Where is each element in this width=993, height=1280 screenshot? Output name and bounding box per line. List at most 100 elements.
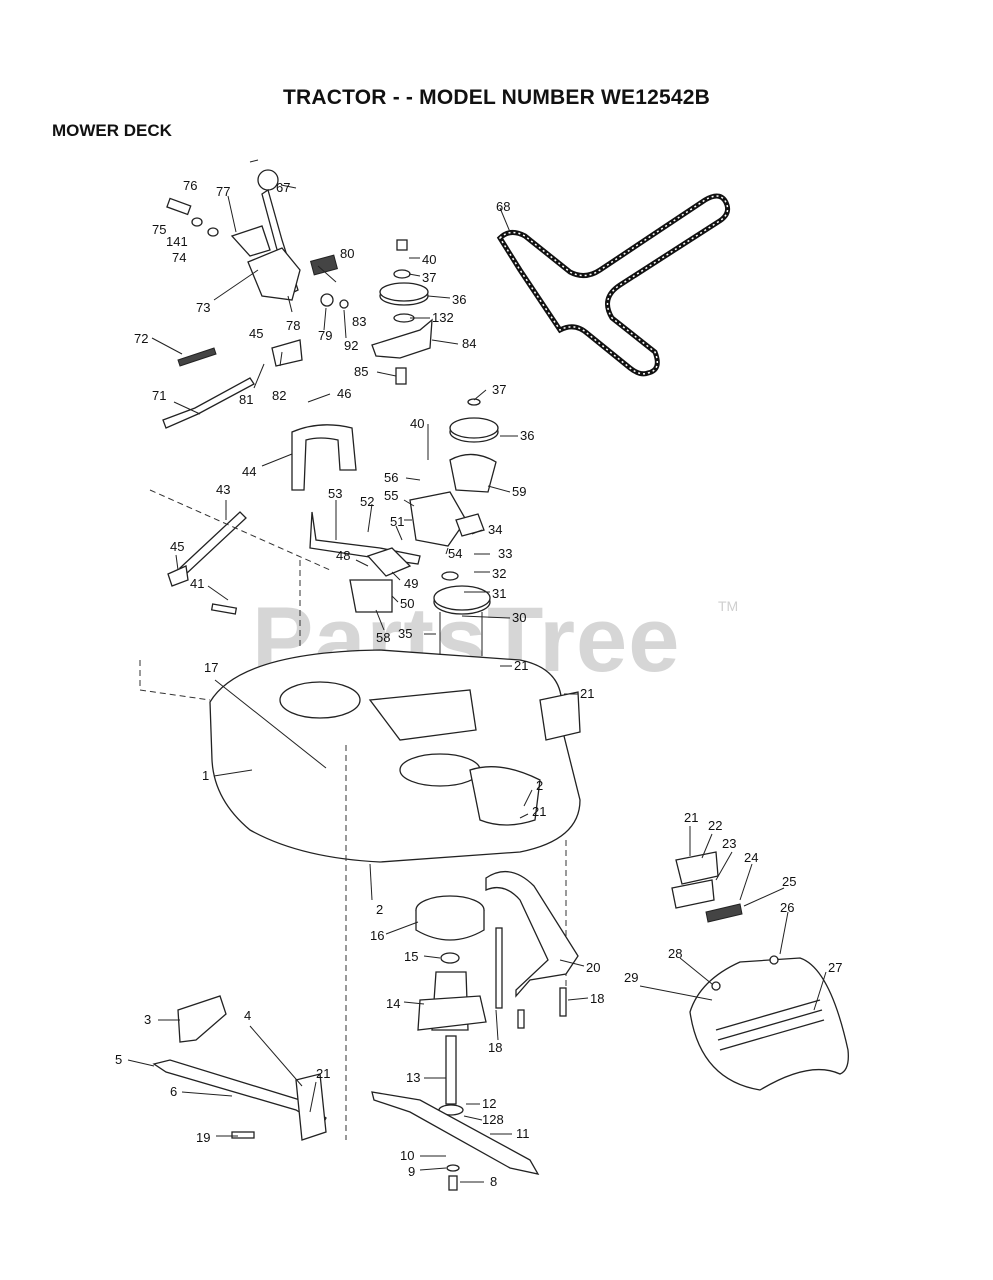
baffle-20-drawing: [485, 870, 579, 998]
part-label: 80: [340, 246, 354, 261]
bracket-58-drawing: [349, 579, 393, 613]
lift-lever-assembly: [166, 169, 349, 309]
part-label: 29: [624, 970, 638, 985]
part-label: 31: [492, 586, 506, 601]
part-label: 45: [170, 539, 184, 554]
part-label: 34: [488, 522, 502, 537]
part-label: 68: [496, 199, 510, 214]
part-label: 71: [152, 388, 166, 403]
part-label: 26: [780, 900, 794, 915]
leader-lines: [127, 159, 827, 1183]
part-label: 58: [376, 630, 390, 645]
part-label: 3: [144, 1012, 151, 1027]
section-heading: MOWER DECK: [52, 121, 172, 140]
part-label: 22: [708, 818, 722, 833]
spring-drawing: [177, 347, 217, 367]
part-label: 77: [216, 184, 230, 199]
part-label: 53: [328, 486, 342, 501]
part-label: 21: [580, 686, 594, 701]
part-label: 36: [452, 292, 466, 307]
part-label: 15: [404, 949, 418, 964]
part-label: 11: [516, 1126, 530, 1141]
part-label: 24: [744, 850, 758, 865]
discharge-chute-assembly: [639, 851, 849, 1091]
part-label: 28: [668, 946, 682, 961]
part-label: 21: [532, 804, 546, 819]
part-label: 8: [490, 1174, 497, 1189]
part-label: 45: [249, 326, 263, 341]
part-label: 43: [216, 482, 230, 497]
part-label: 18: [488, 1040, 502, 1055]
deck-centerline: [139, 660, 211, 701]
lift-rod-drawing: [162, 377, 255, 429]
part-label: 92: [344, 338, 358, 353]
part-label: 40: [422, 252, 436, 267]
part-label: 79: [318, 328, 332, 343]
part-label: 30: [512, 610, 526, 625]
part-label: 17: [204, 660, 218, 675]
part-label: 56: [384, 470, 398, 485]
part-label: 2: [376, 902, 383, 917]
part-label: 16: [370, 928, 384, 943]
part-label: 128: [482, 1112, 504, 1127]
part-label: 2: [536, 778, 543, 793]
linkage-43-drawing: [179, 511, 247, 575]
part-label: 21: [684, 810, 698, 825]
part-label: 48: [336, 548, 350, 563]
bracket-48-drawing: [366, 547, 412, 577]
part-label: 75: [152, 222, 166, 237]
idler-pulley-stack: [409, 398, 499, 547]
watermark-tm: TM: [718, 598, 739, 614]
part-label: 12: [482, 1096, 496, 1111]
part-label: 81: [239, 392, 253, 407]
part-label: 21: [316, 1066, 330, 1081]
part-label: 132: [432, 310, 454, 325]
part-label: 40: [410, 416, 424, 431]
part-label: 27: [828, 960, 842, 975]
part-label: 50: [400, 596, 414, 611]
part-label: 36: [520, 428, 534, 443]
part-label: 37: [422, 270, 436, 285]
upper-pulley-stack: [371, 239, 433, 385]
part-label: 44: [242, 464, 256, 479]
belt-drawing: [496, 193, 731, 377]
part-label: 14: [386, 996, 400, 1011]
part-label: 13: [406, 1070, 420, 1085]
part-label: 49: [404, 576, 418, 591]
part-label: 1: [202, 768, 209, 783]
mower-deck-housing: [209, 649, 581, 863]
part-label: 73: [196, 300, 210, 315]
part-label: 41: [190, 576, 204, 591]
part-label: 37: [492, 382, 506, 397]
part-label: 32: [492, 566, 506, 581]
part-label: 25: [782, 874, 796, 889]
part-label: 46: [337, 386, 351, 401]
part-label: 19: [196, 1130, 210, 1145]
part-label: 23: [722, 836, 736, 851]
part-label: 20: [586, 960, 600, 975]
blade-drawing: [371, 1091, 540, 1175]
part-label: 52: [360, 494, 374, 509]
part-label: 141: [166, 234, 188, 249]
page-title: TRACTOR - - MODEL NUMBER WE12542B: [282, 86, 711, 109]
part-label: 55: [384, 488, 398, 503]
part-label: 4: [244, 1008, 251, 1023]
part-label: 9: [408, 1164, 415, 1179]
part-label: 76: [183, 178, 197, 193]
part-label: 82: [272, 388, 286, 403]
bracket-82-drawing: [271, 339, 303, 367]
part-label: 10: [400, 1148, 414, 1163]
part-label: 5: [115, 1052, 122, 1067]
part-label: 35: [398, 626, 412, 641]
hanger-bracket-drawing: [291, 424, 357, 491]
part-label: 6: [170, 1084, 177, 1099]
part-label: 18: [590, 991, 604, 1006]
part-label: 51: [390, 514, 404, 529]
part-label: 21: [514, 658, 528, 673]
part-label: 74: [172, 250, 186, 265]
part-label: 59: [512, 484, 526, 499]
part-label: 54: [448, 546, 462, 561]
part-label: 33: [498, 546, 512, 561]
